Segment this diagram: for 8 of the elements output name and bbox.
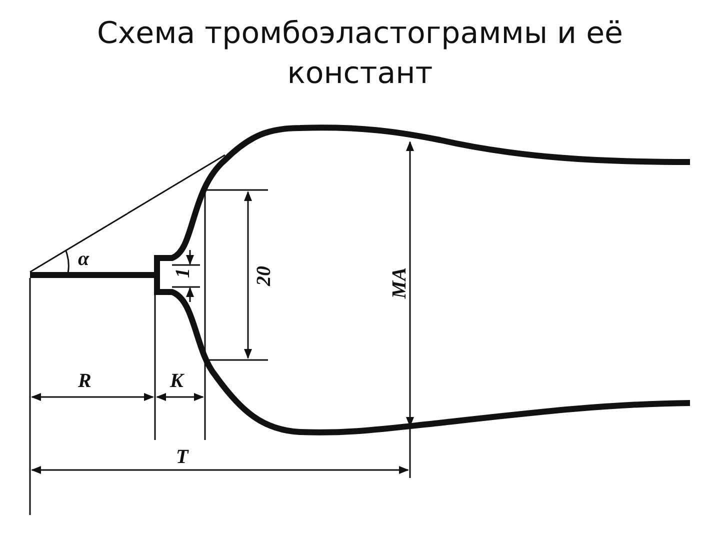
angle-label: α bbox=[78, 248, 90, 270]
dimension-label: 20 bbox=[253, 266, 275, 286]
title: Схема тромбоэластограммы и её констант bbox=[96, 15, 624, 93]
dimension-label: R bbox=[78, 370, 92, 392]
dimension-label: K bbox=[170, 370, 184, 392]
dimension-label: T bbox=[176, 446, 188, 468]
dimension-label: 1 bbox=[172, 268, 194, 278]
dimension-label: MA bbox=[388, 267, 411, 299]
